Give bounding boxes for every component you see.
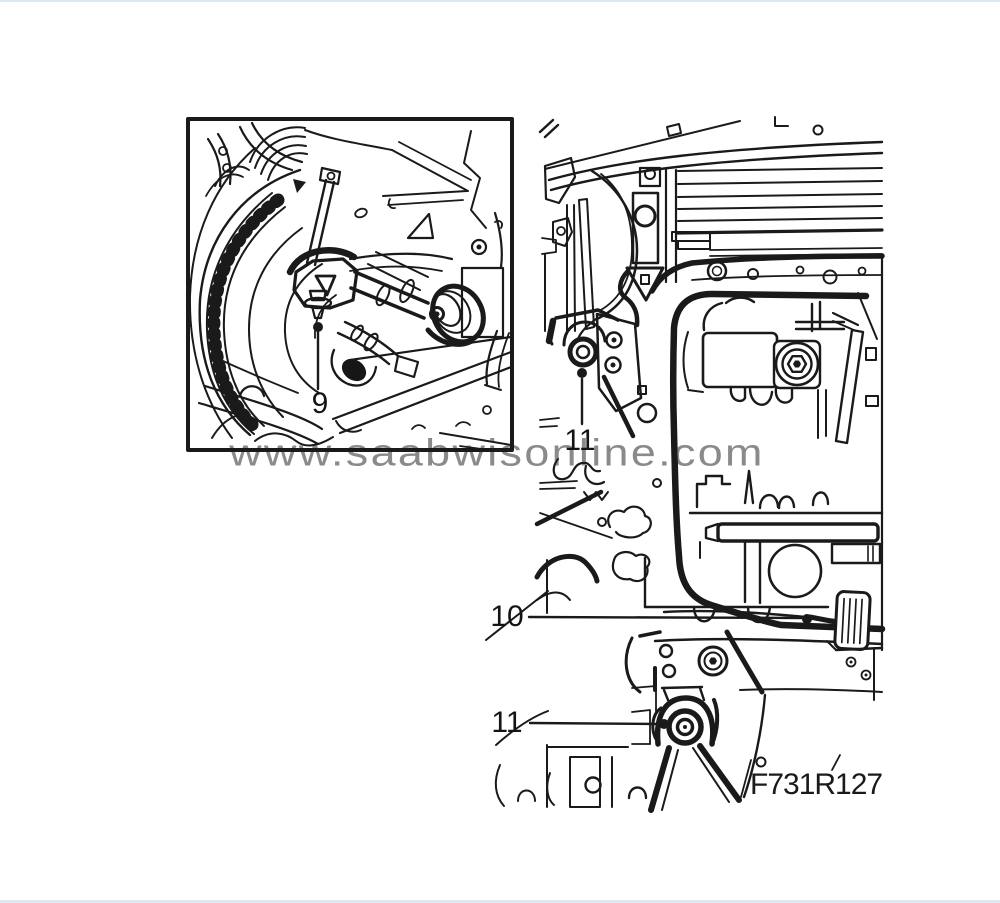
watermark-text: www.saabwisonline.com bbox=[229, 432, 765, 475]
leader-dot-9 bbox=[313, 322, 323, 332]
subframe-bushing-lower bbox=[648, 685, 742, 813]
tie-rod bbox=[330, 320, 420, 387]
leader-line-11-bottom bbox=[528, 721, 662, 726]
callout-10: 10 bbox=[490, 600, 524, 633]
disc-rim-ticks bbox=[207, 193, 285, 437]
page-edge-bottom bbox=[0, 900, 1000, 903]
hoses-and-strut bbox=[205, 121, 393, 197]
subframe-lower bbox=[485, 553, 884, 799]
control-arm-and-rails bbox=[197, 329, 510, 448]
inset-border bbox=[186, 117, 514, 452]
bumper-fascia bbox=[547, 140, 884, 182]
engine-midsection bbox=[534, 457, 884, 605]
leader-10 bbox=[527, 614, 812, 624]
leader-line-10 bbox=[527, 615, 805, 620]
engine-mount-upper bbox=[539, 308, 658, 439]
lower-left-structures bbox=[494, 744, 841, 808]
main-view bbox=[485, 116, 886, 813]
leader-9 bbox=[313, 322, 323, 391]
leader-dot-11-bottom bbox=[659, 719, 669, 729]
page-edge-top bbox=[0, 0, 1000, 2]
engine-block bbox=[682, 292, 879, 445]
flange-bolt-9 bbox=[303, 289, 333, 320]
brake-disc bbox=[190, 132, 337, 439]
figure-code: F731R127 bbox=[750, 768, 883, 801]
rod-boot bbox=[430, 283, 486, 345]
rubber-damper bbox=[833, 590, 872, 651]
inset-view bbox=[186, 117, 514, 452]
leader-dot-10 bbox=[802, 614, 812, 624]
throttle-body bbox=[767, 543, 823, 599]
callout-11-bottom: 11 bbox=[491, 706, 523, 739]
callout-9: 9 bbox=[311, 387, 329, 420]
wheelhouse-curve bbox=[590, 169, 639, 321]
radiator-fins bbox=[664, 116, 884, 284]
body-panels bbox=[348, 130, 505, 339]
engine-mount-bushing bbox=[567, 336, 599, 368]
leader-11-bottom bbox=[528, 719, 669, 729]
leader-dot-11-top bbox=[577, 368, 587, 378]
callout-11-top: 11 bbox=[564, 424, 596, 457]
